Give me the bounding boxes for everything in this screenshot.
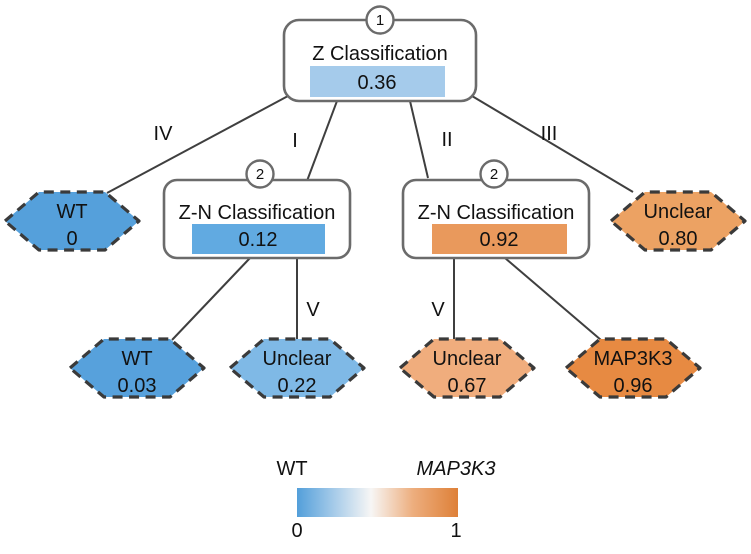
edge-label-iv: IV: [154, 123, 174, 145]
root-node-score-bar: [310, 66, 445, 97]
legend-min-label: 0: [291, 520, 302, 542]
zn-left-node: 2 Z-N Classification 0.12: [162, 159, 352, 260]
leaf-label: WT: [56, 201, 87, 223]
leaf-unclear-067: Unclear 0.67: [398, 337, 536, 399]
leaf-unclear-022-hexagon: [228, 337, 366, 399]
root-node-number: 1: [376, 12, 384, 29]
root-node-number-badge: [365, 5, 395, 35]
leaf-label: WT: [121, 348, 152, 370]
edge-labels: IV I II III V V: [154, 123, 558, 321]
edge-branch-iii: [471, 95, 634, 193]
zn-left-node-title: Z-N Classification: [179, 202, 336, 224]
edge-left-diagonal: [171, 257, 251, 341]
zn-right-node-score-bar: [432, 224, 567, 254]
edge-right-diagonal: [504, 257, 602, 341]
edge-label-ii: II: [441, 129, 452, 151]
leaf-unclear-022: Unclear 0.22: [228, 337, 366, 399]
legend-gradient-bar: [297, 488, 458, 517]
leaf-map3k3-096-hexagon: [564, 337, 702, 399]
color-legend: WT MAP3K3 0 1: [276, 458, 495, 542]
legend-max-label: 1: [450, 520, 461, 542]
tree-edges: [106, 95, 634, 341]
legend-right-label: MAP3K3: [417, 458, 496, 480]
leaf-label: Unclear: [644, 201, 713, 223]
leaf-score: 0.22: [278, 375, 317, 397]
edge-branch-ii: [409, 100, 429, 179]
leaf-label: MAP3K3: [594, 348, 673, 370]
zn-right-node-number: 2: [490, 166, 498, 183]
edge-label-iii: III: [541, 123, 558, 145]
zn-left-node-score-bar: [192, 224, 325, 254]
leaf-label: Unclear: [263, 348, 332, 370]
edge-branch-iv: [106, 95, 289, 194]
leaf-unclear-067-hexagon: [398, 337, 536, 399]
leaf-score: 0.67: [448, 375, 487, 397]
zn-right-node-score: 0.92: [480, 229, 519, 251]
leaf-wt-003-hexagon: [68, 337, 206, 399]
zn-right-node: 2 Z-N Classification 0.92: [401, 159, 591, 260]
leaf-label: Unclear: [433, 348, 502, 370]
zn-left-node-score: 0.12: [239, 229, 278, 251]
leaf-score: 0.80: [659, 228, 698, 250]
legend-left-label: WT: [276, 458, 307, 480]
edge-label-v-left: V: [306, 299, 320, 321]
zn-right-node-title: Z-N Classification: [418, 202, 575, 224]
zn-left-node-number: 2: [256, 166, 264, 183]
leaf-unclear-080-hexagon: [609, 190, 747, 252]
leaf-unclear-080: Unclear 0.80: [609, 190, 747, 252]
leaf-wt-0: WT 0: [3, 190, 141, 252]
leaf-wt-0-hexagon: [3, 190, 141, 252]
root-node-title: Z Classification: [312, 43, 448, 65]
edge-label-v-right: V: [431, 299, 445, 321]
root-node-score: 0.36: [358, 72, 397, 94]
leaf-score: 0: [66, 228, 77, 250]
leaf-score: 0.03: [118, 375, 157, 397]
edge-branch-i: [306, 100, 338, 182]
leaf-wt-003: WT 0.03: [68, 337, 206, 399]
leaf-map3k3-096: MAP3K3 0.96: [564, 337, 702, 399]
edge-label-i: I: [292, 130, 298, 152]
leaf-score: 0.96: [614, 375, 653, 397]
zn-left-node-number-badge: [245, 159, 275, 189]
zn-right-node-number-badge: [479, 159, 509, 189]
root-node: 1 Z Classification 0.36: [282, 5, 478, 103]
